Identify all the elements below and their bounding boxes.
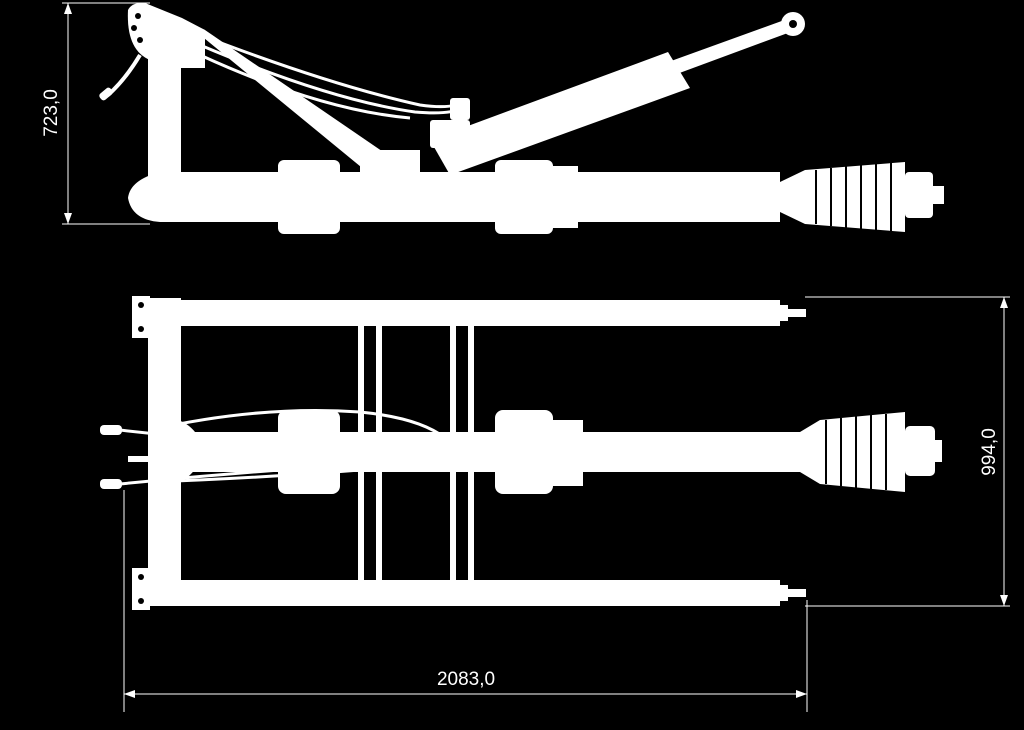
top-view: 994,0 2083,0 bbox=[100, 296, 1010, 712]
width-dimension-label: 994,0 bbox=[979, 428, 1000, 476]
length-dimension-label: 2083,0 bbox=[437, 669, 495, 690]
height-dimension: 723,0 bbox=[41, 2, 150, 225]
mast bbox=[127, 2, 205, 200]
hydraulic-cylinder bbox=[430, 12, 805, 175]
top-drive-shaft bbox=[150, 410, 942, 494]
height-dimension-label: 723,0 bbox=[41, 89, 62, 137]
length-dimension: 2083,0 bbox=[123, 490, 808, 712]
side-drive-shaft bbox=[128, 150, 944, 234]
side-view: 723,0 bbox=[41, 2, 944, 234]
width-dimension: 994,0 bbox=[805, 296, 1010, 607]
